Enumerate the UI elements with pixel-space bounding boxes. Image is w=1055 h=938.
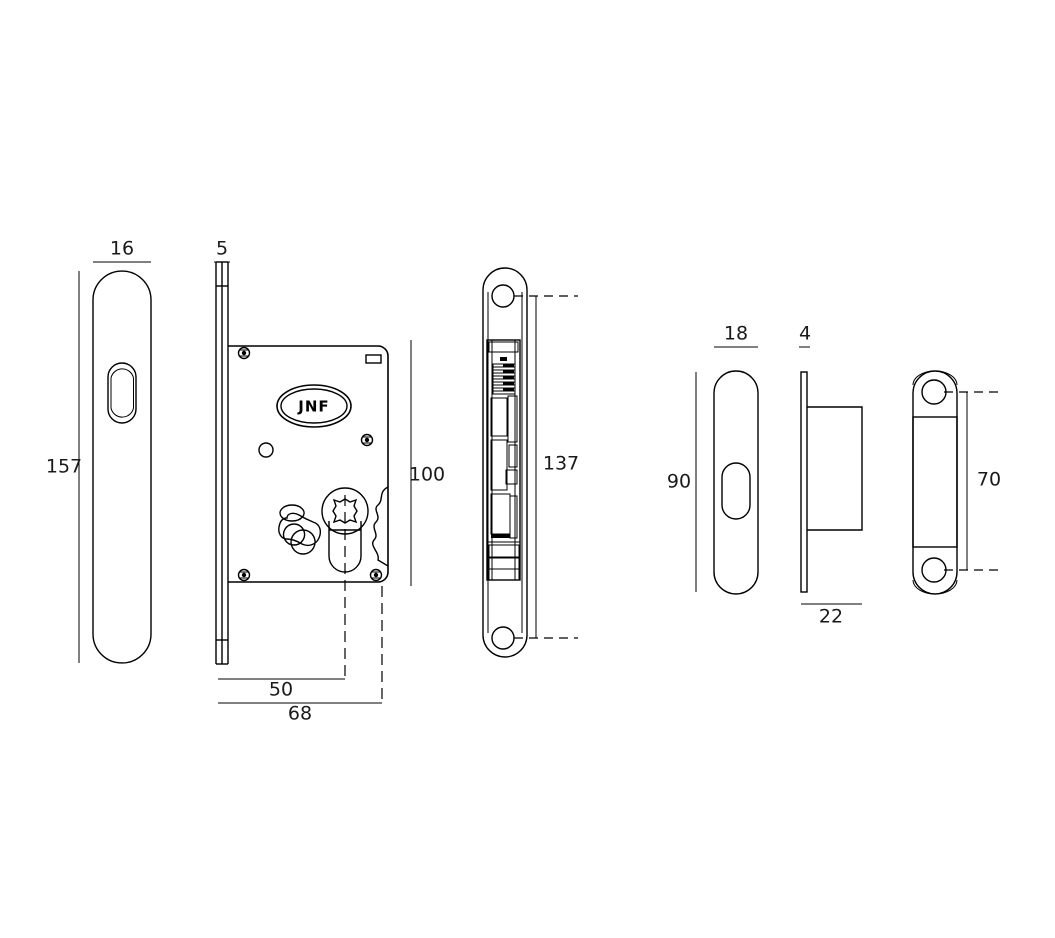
- section-fixing-hole-top: [491, 284, 515, 308]
- dim-68-label: 68: [288, 703, 312, 725]
- section-spring: [492, 363, 516, 395]
- dim-100-label: 100: [409, 464, 445, 486]
- escutcheon-long-outline: [92, 270, 152, 664]
- dim-4-label: 4: [799, 323, 811, 345]
- dim-70-label: 70: [977, 469, 1001, 491]
- dim-strike-screw-centres: 70: [966, 392, 1001, 570]
- escutcheon-short-keyhole: [721, 462, 751, 520]
- lock-case-bolt-slot-lower: [282, 523, 316, 555]
- dim-faceplate-thickness: 5: [214, 238, 230, 263]
- strike-front-screw-top: [921, 379, 947, 405]
- dim-escutcheon-short-height: 90: [667, 372, 697, 592]
- view-strike-front: 70: [912, 370, 1001, 595]
- dim-strike-plate-thickness: 4: [799, 323, 811, 348]
- lock-case-bolt-slot-join: [278, 512, 322, 547]
- dim-5-label: 5: [216, 238, 228, 260]
- dim-22-label: 22: [819, 606, 843, 628]
- strike-front-outline: [912, 370, 958, 595]
- section-fixing-hole-bottom: [491, 626, 515, 650]
- dim-137-label: 137: [543, 453, 579, 475]
- dim-16-label: 16: [110, 238, 134, 260]
- jnf-logo: JNF: [276, 384, 352, 428]
- lock-case-slot: [365, 354, 382, 364]
- strike-side-box: [807, 406, 863, 531]
- screw-top-left: [237, 346, 251, 360]
- lock-case-pin-hole: [258, 442, 274, 458]
- section-internal-mechanism: [486, 339, 521, 581]
- screw-mid-right: [360, 433, 374, 447]
- dim-18-label: 18: [724, 323, 748, 345]
- lock-case-outline: [228, 345, 389, 583]
- escutcheon-short-outline: [713, 370, 759, 595]
- lock-faceplate-strip: [215, 261, 229, 665]
- view-lock-body-front: JNF 5 100 50: [214, 238, 445, 725]
- view-strike-side: 4 22: [799, 323, 863, 628]
- lock-case-cylinder-relief: [372, 486, 389, 567]
- dim-backset: 50: [218, 678, 345, 701]
- strike-front-chamfer-top: [912, 370, 958, 386]
- strike-front-screw-bottom: [921, 557, 947, 583]
- strike-front-recess: [912, 416, 958, 548]
- view-lock-body-section: 137: [482, 267, 579, 658]
- jnf-logo-ring-inner: [280, 388, 348, 424]
- screw-bottom-right: [369, 568, 383, 582]
- dim-escutcheon-short-width: 18: [714, 323, 758, 348]
- screw-bottom-left: [237, 568, 251, 582]
- dim-90-label: 90: [667, 471, 691, 493]
- lock-cylinder-spline: [332, 498, 358, 524]
- jnf-logo-text: JNF: [297, 398, 329, 416]
- view-escutcheon-long-front: 16 157: [46, 238, 152, 664]
- dim-lock-body-height: 100: [409, 340, 445, 586]
- view-escutcheon-short-front: 18 90: [667, 323, 759, 595]
- dim-50-label: 50: [269, 679, 293, 701]
- dim-escutcheon-long-width: 16: [93, 238, 151, 263]
- escutcheon-long-keyhole-inner: [110, 368, 134, 418]
- escutcheon-long-keyhole-outer: [107, 362, 137, 424]
- dim-fixing-hole-centres: 137: [535, 296, 579, 638]
- dim-157-label: 157: [46, 456, 82, 478]
- section-faceplate-outline: [482, 267, 528, 658]
- dim-strike-box-depth: 22: [801, 603, 862, 628]
- dim-lock-depth: 68: [218, 702, 382, 725]
- strike-front-chamfer-bottom: [912, 579, 958, 595]
- lock-case-bolt-slot-upper: [279, 504, 305, 522]
- dim-escutcheon-long-height: 157: [46, 271, 82, 663]
- jnf-logo-ring-outer: [276, 384, 352, 428]
- strike-side-plate: [800, 371, 808, 593]
- lock-case-screws: [237, 346, 383, 582]
